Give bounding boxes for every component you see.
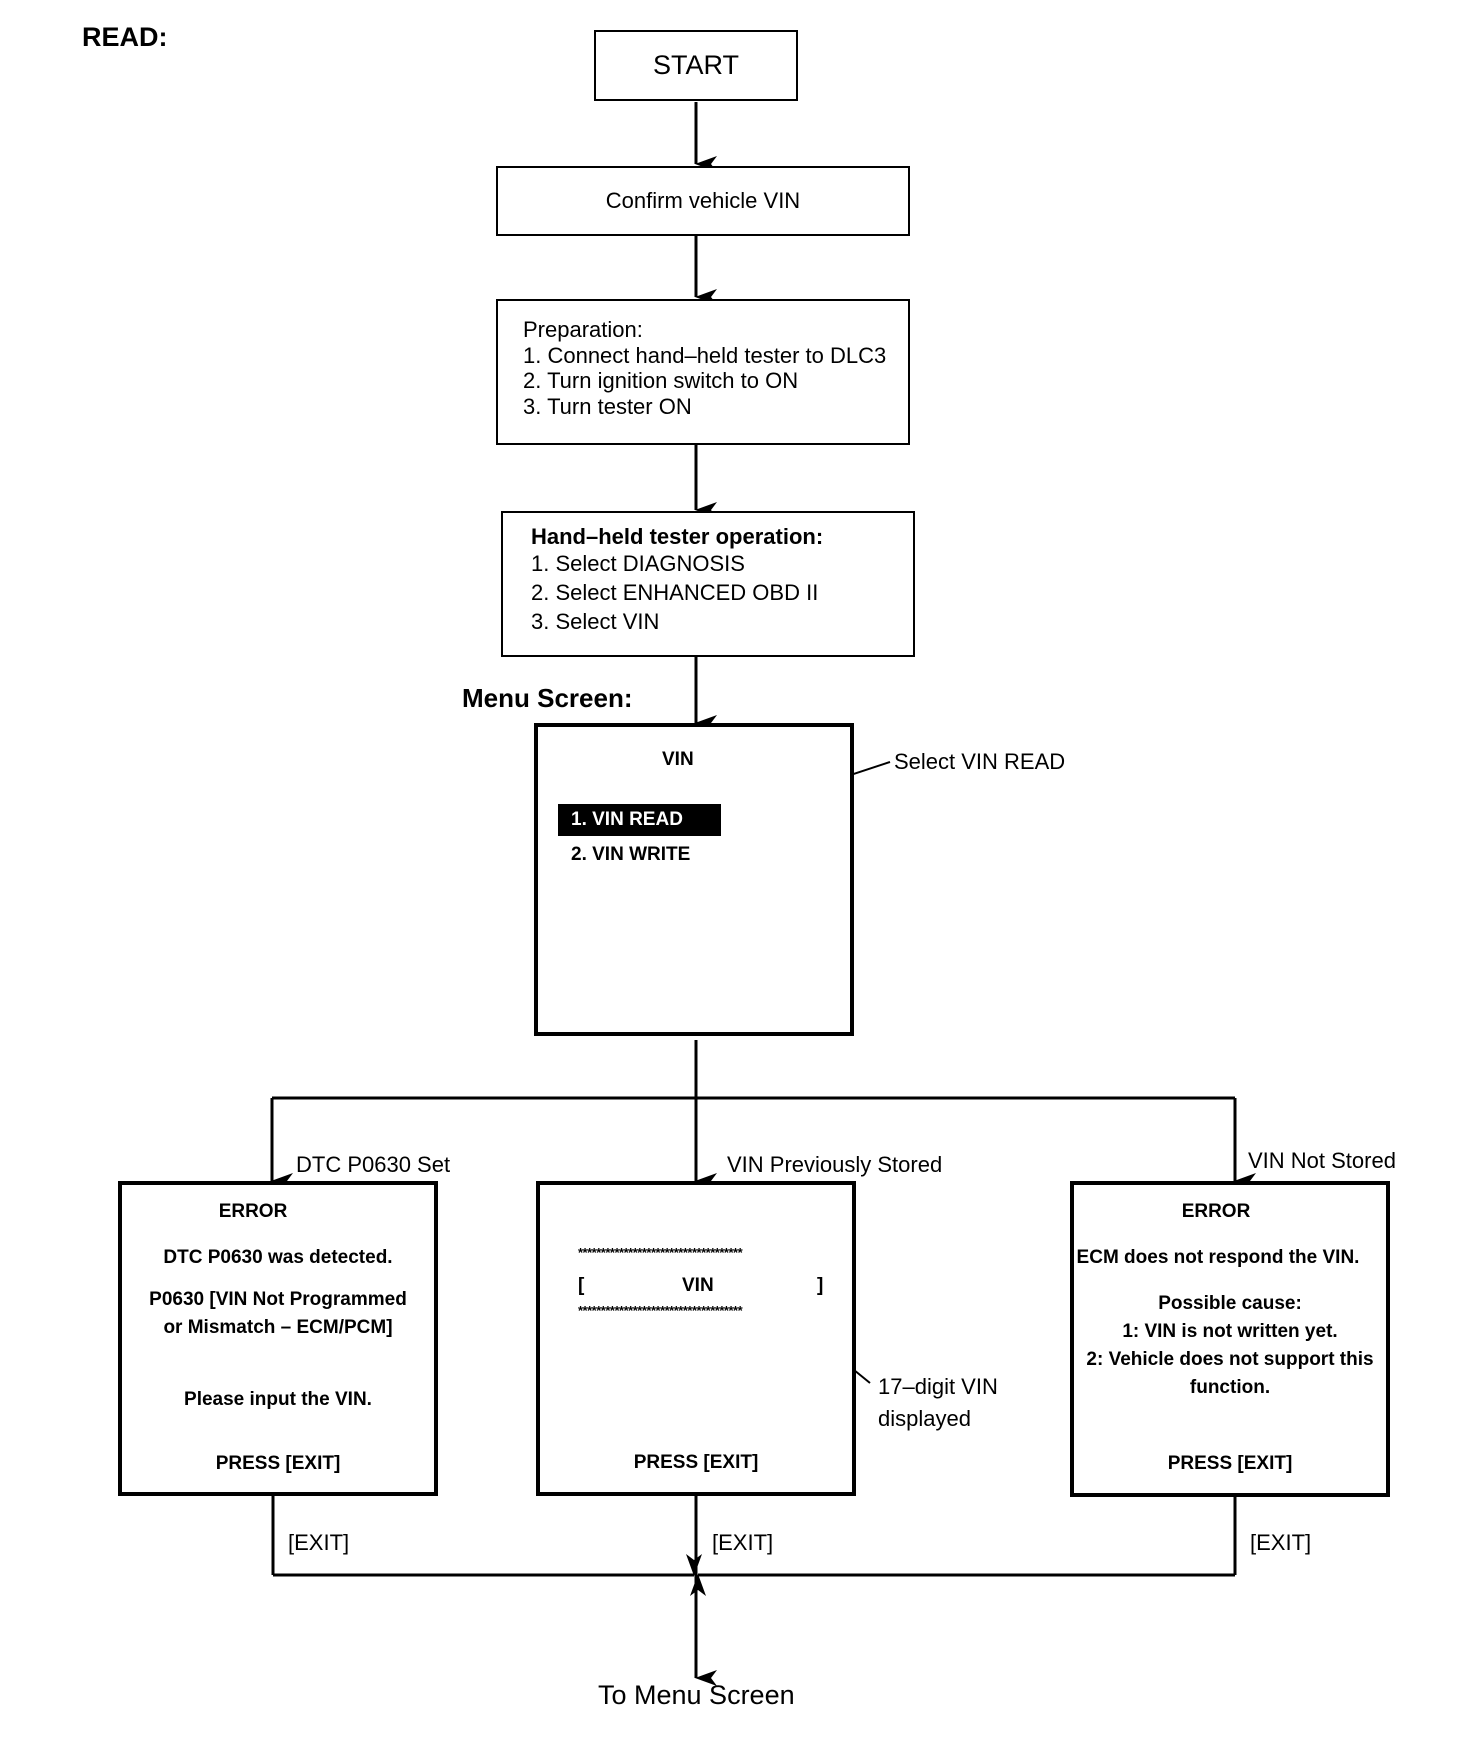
press-exit-text: PRESS [EXIT] [215,1453,341,1474]
error-message: ECM does not respond the VIN. [1076,1247,1360,1268]
vin-display-screen: ************************************ [ V… [536,1181,856,1496]
callout-17-digit-vin: 17–digit VIN [878,1374,998,1399]
error-title: ERROR [218,1201,288,1222]
operation-step: 3. Select VIN [531,609,660,634]
preparation-step: 3. Turn tester ON [523,394,692,419]
preparation-step: 2. Turn ignition switch to ON [523,368,799,393]
preparation-box: Preparation: 1. Connect hand–held tester… [496,299,910,445]
callout-displayed: displayed [878,1406,971,1431]
operation-title: Hand–held tester operation: [531,524,824,549]
menu-item-vin-write[interactable]: 2. VIN WRITE [571,844,691,865]
error-code-line: P0630 [VIN Not Programmed [149,1289,407,1310]
press-exit-text: PRESS [EXIT] [1167,1453,1293,1474]
menu-item-vin-read[interactable]: 1. VIN READ [558,804,721,836]
menu-screen: VIN 1. VIN READ 2. VIN WRITE [534,723,854,1036]
tester-operation-box: Hand–held tester operation: 1. Select DI… [501,511,915,657]
menu-screen-title: VIN [662,749,694,770]
vin-bracket-close: ] [817,1275,824,1296]
exit-label-right: [EXIT] [1250,1530,1312,1555]
exit-label-left: [EXIT] [288,1530,350,1555]
section-title: READ: [82,22,168,52]
vin-value: VIN [682,1275,714,1296]
operation-step: 1. Select DIAGNOSIS [531,551,745,576]
dtc-error-screen: ERROR DTC P0630 was detected. P0630 [VIN… [118,1181,438,1496]
vin-not-stored-screen: ERROR ECM does not respond the VIN. Poss… [1070,1181,1390,1497]
vin-bracket-open: [ [578,1275,585,1296]
error-message: DTC P0630 was detected. [163,1247,393,1268]
preparation-title: Preparation: [523,317,643,342]
branch-label-stored: VIN Previously Stored [727,1152,943,1177]
branch-label-dtc: DTC P0630 Set [296,1152,451,1177]
possible-cause-item: 2: Vehicle does not support this [1086,1349,1374,1370]
operation-step: 2. Select ENHANCED OBD II [531,580,819,605]
vin-border-stars: ************************************ [578,1303,743,1318]
branch-label-not-stored: VIN Not Stored [1248,1148,1396,1173]
menu-screen-heading: Menu Screen: [462,683,633,713]
callout-select-vin-read: Select VIN READ [894,749,1066,774]
exit-label-center: [EXIT] [712,1530,774,1555]
preparation-step: 1. Connect hand–held tester to DLC3 [523,343,887,368]
possible-cause-title: Possible cause: [1158,1293,1302,1314]
press-exit-text: PRESS [EXIT] [633,1452,759,1473]
to-menu-screen: To Menu Screen [598,1680,795,1710]
possible-cause-item: function. [1189,1377,1271,1398]
confirm-vin-box: Confirm vehicle VIN [496,166,910,236]
vin-border-stars: ************************************ [578,1245,743,1260]
error-title: ERROR [1181,1201,1251,1222]
error-instruction: Please input the VIN. [184,1389,372,1410]
possible-cause-item: 1: VIN is not written yet. [1122,1321,1338,1342]
start-box: START [594,30,798,101]
error-code-line: or Mismatch – ECM/PCM] [163,1317,393,1338]
